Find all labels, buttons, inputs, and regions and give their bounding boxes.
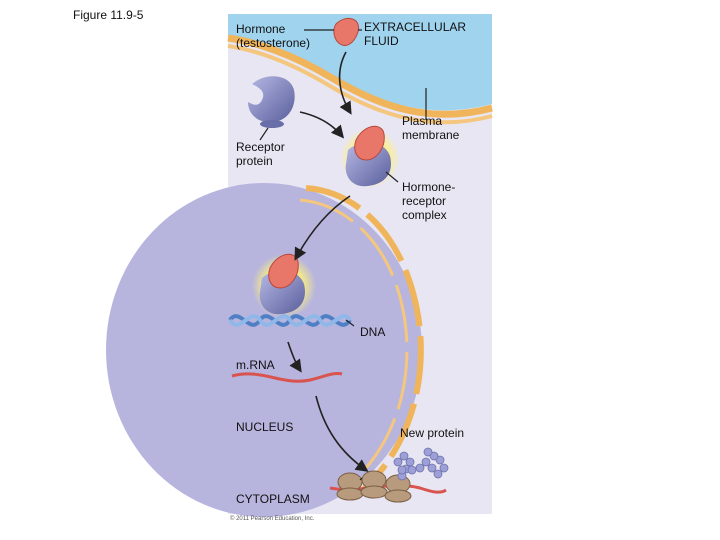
label-extracellular-fluid: EXTRACELLULAR FLUID xyxy=(364,20,467,48)
process-arrows xyxy=(287,51,369,472)
hormone-molecule xyxy=(333,17,360,46)
label-plasma-membrane: Plasma membrane xyxy=(402,114,460,142)
label-mrna: m.RNA xyxy=(236,358,275,372)
hormone-receptor-complex-nucleus xyxy=(252,253,316,318)
label-dna: DNA xyxy=(360,325,386,339)
pointer-lines xyxy=(259,29,427,481)
label-cytoplasm: CYTOPLASM xyxy=(236,492,310,506)
receptor-protein xyxy=(248,76,295,128)
plasma-membrane xyxy=(227,34,493,118)
label-receptor-protein: Receptor protein xyxy=(236,140,285,168)
nuclear-envelope-inner xyxy=(299,198,409,488)
new-protein-chain xyxy=(393,447,449,481)
dna-helix xyxy=(228,314,352,327)
label-hormone: Hormone (testosterone) xyxy=(236,22,311,50)
ribosomes xyxy=(336,470,412,503)
copyright-credit: © 2011 Pearson Education, Inc. xyxy=(230,516,315,522)
arrow-receptor-binds xyxy=(299,111,345,139)
arrow-transcription xyxy=(287,341,302,373)
extracellular-fluid xyxy=(228,14,492,111)
figure-label: Figure 11.9-5 xyxy=(73,8,144,22)
nucleus-body xyxy=(106,183,422,517)
label-new-protein: New protein xyxy=(400,426,465,440)
mrna-strand xyxy=(231,372,343,383)
label-nucleus: NUCLEUS xyxy=(236,420,294,434)
hormone-receptor-complex-membrane xyxy=(340,125,400,188)
plasma-membrane-inner xyxy=(227,44,493,125)
arrow-hormone-enters xyxy=(338,51,352,115)
nuclear-envelope-outer xyxy=(305,185,424,499)
arrow-translation xyxy=(315,395,369,472)
arrow-complex-to-nucleus xyxy=(294,195,351,261)
label-hormone-receptor-complex: Hormone- receptor complex xyxy=(402,180,456,222)
